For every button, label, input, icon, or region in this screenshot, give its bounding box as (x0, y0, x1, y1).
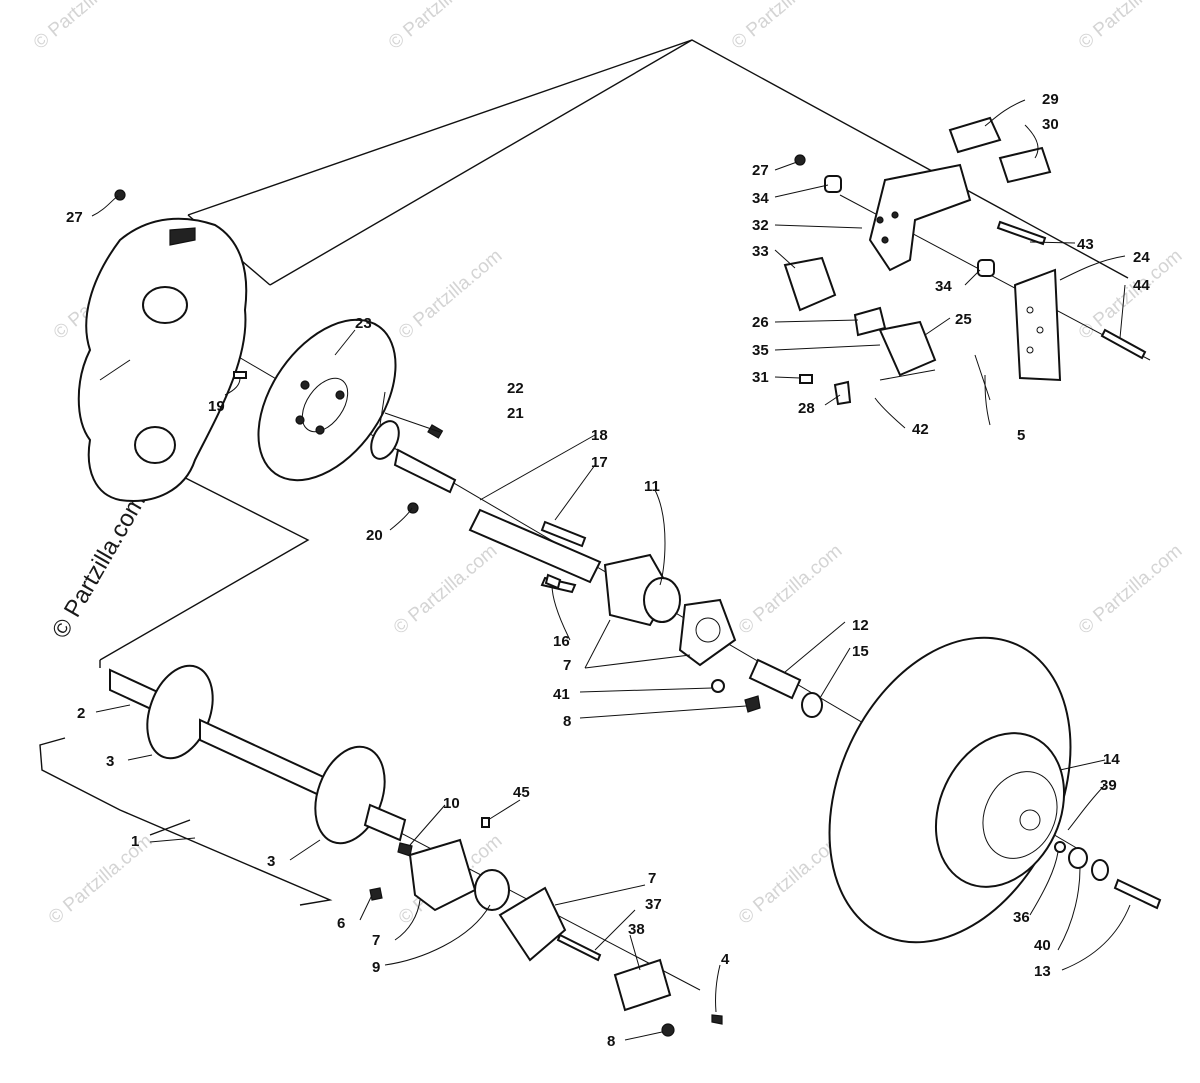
watermark: © Partzilla.com (395, 245, 507, 343)
chaincase-housing (77, 217, 248, 502)
callout-13: 13 (1034, 963, 1051, 980)
driven-clutch-14 (828, 636, 1072, 944)
callout-7: 7 (648, 870, 656, 887)
callout-17: 17 (591, 454, 608, 471)
callout-45: 45 (513, 784, 530, 801)
callout-5: 5 (1017, 427, 1025, 444)
callout-21: 21 (507, 405, 524, 422)
callout-18: 18 (591, 427, 608, 444)
leader-lines (91, 99, 1131, 1041)
watermark: © Partzilla.com (390, 540, 502, 638)
hub-22 (370, 420, 457, 494)
callout-39: 39 (1100, 777, 1117, 794)
callout-29: 29 (1042, 91, 1059, 108)
callout-4: 4 (721, 951, 730, 968)
watermark: © Partzilla.com (735, 540, 847, 638)
callout-6: 6 (337, 915, 345, 932)
callout-10: 10 (443, 795, 460, 812)
callout-1: 1 (131, 833, 139, 850)
callout-25: 25 (955, 311, 972, 328)
callout-24: 24 (1133, 249, 1150, 266)
callout-41: 41 (553, 686, 570, 703)
callout-35: 35 (752, 342, 769, 359)
watermark: © Partzilla.com (728, 0, 840, 54)
callout-15: 15 (852, 643, 869, 660)
callout-44: 44 (1133, 277, 1150, 294)
watermark: © Partzilla.com (1075, 540, 1187, 638)
spacer-12 (748, 658, 823, 718)
callout-34: 34 (935, 278, 952, 295)
speedometer-drive (556, 933, 723, 1037)
callout-36: 36 (1013, 909, 1030, 926)
callout-7: 7 (563, 657, 571, 674)
callout-14: 14 (1103, 751, 1120, 768)
callout-20: 20 (366, 527, 383, 544)
callout-8: 8 (607, 1033, 615, 1050)
watermark: © Partzilla.com (30, 0, 142, 54)
drive-axle-1 (109, 664, 407, 845)
bearing-flange-upper (540, 553, 761, 713)
callout-19: 19 (208, 398, 225, 415)
callout-7: 7 (372, 932, 380, 949)
callout-38: 38 (628, 921, 645, 938)
callout-43: 43 (1077, 236, 1094, 253)
callout-9: 9 (372, 959, 380, 976)
callout-40: 40 (1034, 937, 1051, 954)
watermark: © Partzilla.com (385, 0, 497, 54)
brake-caliper-assembly (783, 116, 1147, 406)
callout-27: 27 (66, 209, 83, 226)
bearing-flange-lower (369, 817, 567, 962)
shaft-18 (468, 508, 602, 584)
callout-labels: 1 2 3 3 4 5 6 7 7 7 8 8 9 10 11 12 13 14… (66, 91, 1150, 1050)
callout-3: 3 (267, 853, 275, 870)
callout-23: 23 (355, 315, 372, 332)
callout-33: 33 (752, 243, 769, 260)
brand-watermark: © Partzilla.com (47, 489, 151, 643)
callout-32: 32 (752, 217, 769, 234)
watermark: © Partzilla.com (1075, 0, 1187, 54)
callout-42: 42 (912, 421, 929, 438)
callout-34: 34 (752, 190, 769, 207)
callout-27: 27 (752, 162, 769, 179)
assembly-reference-lines (39, 39, 1129, 906)
callout-30: 30 (1042, 116, 1059, 133)
watermark: © Partzilla.com (45, 830, 157, 928)
callout-28: 28 (798, 400, 815, 417)
callout-26: 26 (752, 314, 769, 331)
callout-11: 11 (644, 478, 660, 495)
callout-2: 2 (77, 705, 85, 722)
callout-3: 3 (106, 753, 114, 770)
callout-37: 37 (645, 896, 662, 913)
callout-16: 16 (553, 633, 570, 650)
callout-22: 22 (507, 380, 524, 397)
callout-12: 12 (852, 617, 869, 634)
callout-8: 8 (563, 713, 571, 730)
clutch-fasteners (1054, 841, 1162, 910)
callout-31: 31 (752, 369, 769, 386)
brake-disc-23 (257, 318, 397, 482)
